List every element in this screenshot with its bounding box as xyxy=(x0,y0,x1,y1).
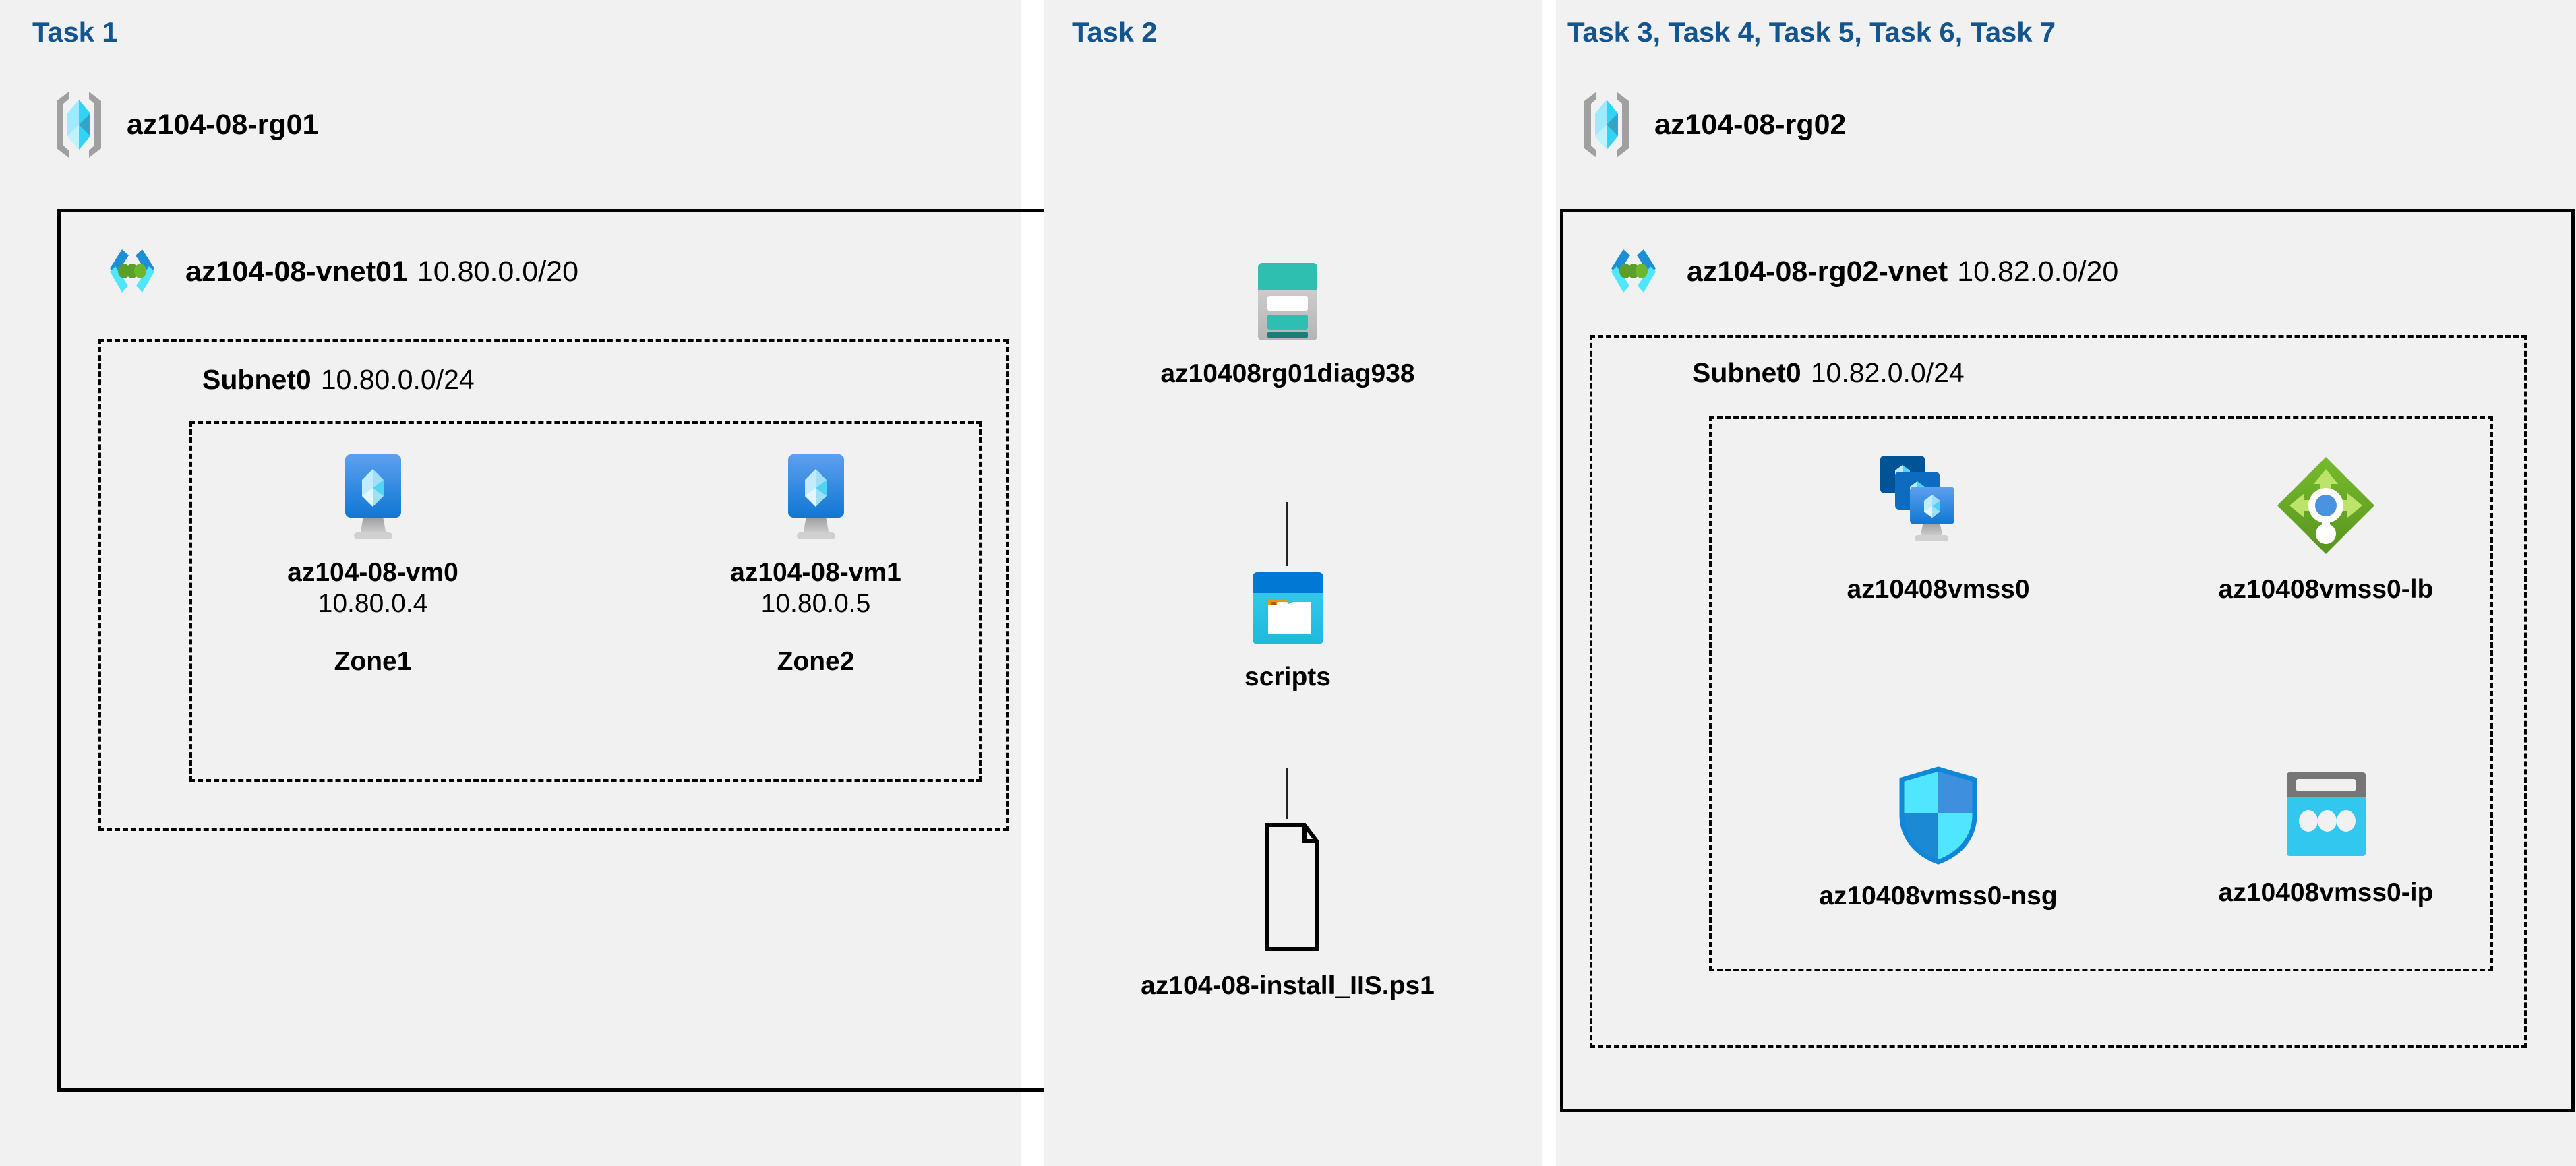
subnet-header-task1: Subnet0 10.80.0.0/24 xyxy=(202,364,475,396)
vm-scale-set-icon xyxy=(1876,452,2001,559)
virtual-machine-icon xyxy=(331,452,415,543)
vnet-name-task1: az104-08-vnet01 xyxy=(185,255,408,288)
subnet-cidr-task3to7: 10.82.0.0/24 xyxy=(1810,357,1965,388)
blob-container-icon xyxy=(1249,570,1327,647)
vm-ip: 10.80.0.5 xyxy=(760,589,871,619)
resources-box-task3to7 xyxy=(1709,416,2493,971)
resource-group-icon xyxy=(1576,88,1637,162)
vmss-name: az10408vmss0 xyxy=(1847,575,2030,604)
vnet-cidr-task1: 10.80.0.0/20 xyxy=(417,255,578,288)
subnet-cidr-task1: 10.80.0.0/24 xyxy=(320,364,475,395)
connector-scripts-to-file xyxy=(1286,768,1288,819)
vm-ip: 10.80.0.4 xyxy=(318,589,428,619)
storage-account-node[interactable]: az10408rg01diag938 xyxy=(1126,259,1449,390)
task-label-1: Task 1 xyxy=(32,16,118,48)
task-label-2: Task 2 xyxy=(1072,16,1158,48)
nsg-node[interactable]: az10408vmss0-nsg xyxy=(1797,765,2080,912)
vnet-box-task3to7 xyxy=(1560,209,2575,1112)
subnet-header-task3to7: Subnet0 10.82.0.0/24 xyxy=(1692,357,1965,389)
storage-account-icon xyxy=(1254,259,1321,344)
resource-group-rg01: az104-08-rg01 xyxy=(49,88,318,162)
vmss-node[interactable]: az10408vmss0 xyxy=(1797,452,2080,605)
subnet-name-task1: Subnet0 xyxy=(202,364,311,395)
virtual-network-icon xyxy=(96,236,168,307)
public-ip-name: az10408vmss0-ip xyxy=(2218,878,2434,907)
vm-zone: Zone2 xyxy=(777,646,855,676)
load-balancer-icon xyxy=(2272,452,2380,559)
zones-box-task1 xyxy=(189,421,982,782)
subnet-box-task3to7 xyxy=(1590,335,2527,1048)
load-balancer-node[interactable]: az10408vmss0-lb xyxy=(2178,452,2474,605)
vm-node-vm0[interactable]: az104-08-vm0 10.80.0.4 Zone1 xyxy=(268,452,477,677)
load-balancer-name: az10408vmss0-lb xyxy=(2218,575,2434,604)
subnet-box-task1 xyxy=(98,339,1009,831)
public-ip-address-icon xyxy=(2277,768,2375,863)
storage-account-name: az10408rg01diag938 xyxy=(1160,359,1415,388)
blob-container-name: scripts xyxy=(1245,663,1331,692)
resource-group-name: az104-08-rg01 xyxy=(127,108,319,141)
vnet-name-task3to7: az104-08-rg02-vnet xyxy=(1687,255,1948,288)
vm-name: az104-08-vm1 xyxy=(730,558,901,587)
nsg-name: az10408vmss0-nsg xyxy=(1819,882,2058,911)
vnet-cidr-task3to7: 10.82.0.0/20 xyxy=(1957,255,2119,288)
vnet-header-task3to7: az104-08-rg02-vnet 10.82.0.0/20 xyxy=(1598,236,2118,307)
script-file-node[interactable]: az104-08-install_IIS.ps1 xyxy=(1126,821,1449,1002)
vm-name: az104-08-vm0 xyxy=(287,558,458,587)
script-file-name: az104-08-install_IIS.ps1 xyxy=(1141,971,1435,1000)
task-label-3to7: Task 3, Task 4, Task 5, Task 6, Task 7 xyxy=(1567,16,2056,48)
virtual-machine-icon xyxy=(774,452,858,543)
connector-storage-to-scripts xyxy=(1286,502,1288,566)
resource-group-icon xyxy=(49,88,109,162)
panel-task1 xyxy=(0,0,1021,1166)
script-file-icon xyxy=(1242,821,1334,956)
virtual-network-icon xyxy=(1598,236,1669,307)
public-ip-node[interactable]: az10408vmss0-ip xyxy=(2178,768,2474,909)
subnet-name-task3to7: Subnet0 xyxy=(1692,357,1801,388)
resource-group-name: az104-08-rg02 xyxy=(1654,108,1847,141)
network-security-group-icon xyxy=(1894,765,1982,866)
resource-group-rg02: az104-08-rg02 xyxy=(1576,88,1846,162)
blob-container-node[interactable]: scripts xyxy=(1126,570,1449,693)
panel-task3to7 xyxy=(1556,0,2576,1166)
vnet-header-task1: az104-08-vnet01 10.80.0.0/20 xyxy=(96,236,578,307)
vm-node-vm1[interactable]: az104-08-vm1 10.80.0.5 Zone2 xyxy=(711,452,920,677)
vm-zone: Zone1 xyxy=(334,646,412,676)
